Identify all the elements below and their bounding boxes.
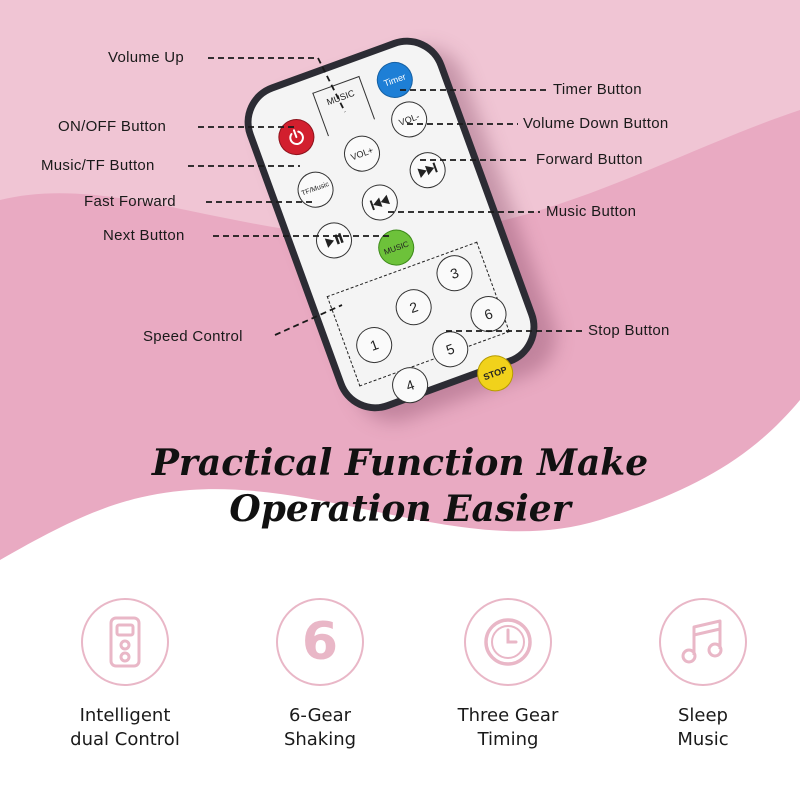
- feature-sleep-music: Sleep Music: [633, 598, 773, 752]
- power-button[interactable]: [273, 114, 320, 161]
- power-icon: [285, 126, 308, 149]
- headline: Practical Function Make Operation Easier: [0, 440, 800, 532]
- callout-volume-down: Volume Down Button: [523, 115, 669, 132]
- clock-icon: [464, 598, 552, 686]
- callout-volume-up: Volume Up: [108, 49, 185, 66]
- phone-remote-icon: [81, 598, 169, 686]
- callout-speed-control: Speed Control: [143, 328, 243, 345]
- number-six-icon: 6: [276, 598, 364, 686]
- next-icon: [416, 160, 440, 180]
- feature-label: Sleep Music: [677, 705, 729, 750]
- number-six-glyph: 6: [301, 612, 339, 672]
- callout-fast-forward: Fast Forward: [84, 193, 176, 210]
- play-pause-icon: [323, 231, 345, 250]
- feature-label: Three Gear Timing: [457, 705, 559, 750]
- feature-dual-control: Intelligent dual Control: [55, 598, 195, 752]
- callout-timer: Timer Button: [553, 81, 642, 98]
- callout-stop: Stop Button: [588, 322, 670, 339]
- feature-gear-shaking: 6 6-Gear Shaking: [250, 598, 390, 752]
- callout-on-off: ON/OFF Button: [58, 118, 167, 135]
- previous-button[interactable]: [356, 179, 403, 226]
- previous-icon: [368, 193, 392, 213]
- feature-label: 6-Gear Shaking: [283, 705, 357, 750]
- feature-timing: Three Gear Timing: [438, 598, 578, 752]
- callout-forward: Forward Button: [536, 151, 643, 168]
- callout-music: Music Button: [546, 203, 637, 220]
- music-note-icon: [659, 598, 747, 686]
- callout-next: Next Button: [103, 227, 185, 244]
- headline-line-2: Operation Easier: [229, 488, 571, 530]
- callout-music-tf: Music/TF Button: [41, 157, 155, 174]
- feature-label: Intelligent dual Control: [70, 705, 180, 750]
- headline-line-1: Practical Function Make: [151, 442, 649, 484]
- next-button[interactable]: [404, 147, 451, 194]
